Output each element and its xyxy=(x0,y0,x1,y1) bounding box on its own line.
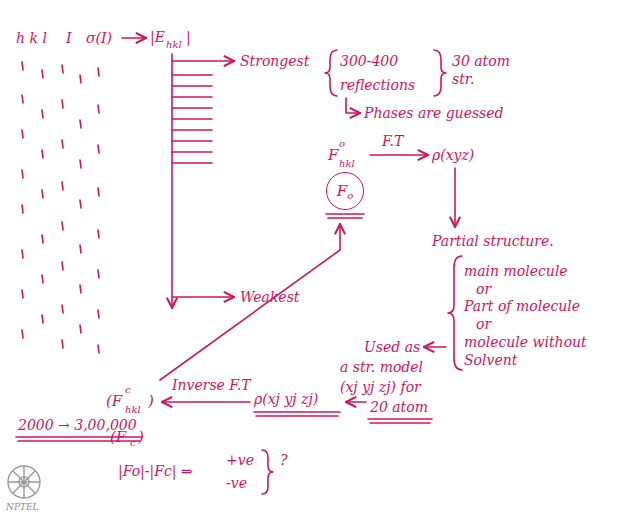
note: 30 atom str. xyxy=(452,52,522,88)
note: 300-400 xyxy=(340,52,398,70)
reflection-ticks xyxy=(22,62,99,353)
note: Used as xyxy=(364,338,420,356)
logo-hub xyxy=(19,477,29,487)
normalized-amplitude: | xyxy=(186,28,191,46)
circled-term: Fo xyxy=(326,172,364,210)
normalized-amplitude: |E xyxy=(150,28,165,46)
arrow xyxy=(346,98,360,113)
note: Partial structure. xyxy=(432,232,554,250)
structure-factor: F xyxy=(337,182,347,200)
arrow xyxy=(346,401,366,403)
note: ? xyxy=(280,451,288,469)
arrow-label: F.T xyxy=(382,132,403,150)
note: a str. model xyxy=(340,358,423,376)
arrow xyxy=(162,401,250,403)
structure-factor: F xyxy=(328,146,338,165)
note: Strongest xyxy=(240,52,309,70)
note: Weakest xyxy=(240,288,299,306)
note: or xyxy=(476,315,491,333)
column-heading: I xyxy=(66,29,72,47)
structure-factor: (F xyxy=(106,392,122,411)
note: main molecule xyxy=(464,262,568,280)
arrow xyxy=(172,296,234,298)
note: Phases are guessed xyxy=(364,104,504,122)
superscript: o xyxy=(339,137,345,150)
column-heading: σ(I) xyxy=(86,29,112,47)
subscript: hkl xyxy=(166,38,182,51)
subscript: c xyxy=(130,436,136,449)
structure-factor: ) xyxy=(148,392,154,411)
sorted-list-lines xyxy=(172,75,212,163)
brace xyxy=(325,50,337,96)
note: Part of molecule xyxy=(464,297,580,315)
logo-spokes xyxy=(8,466,40,498)
arrow xyxy=(454,168,456,227)
double-underline xyxy=(326,214,364,218)
sort-arrow xyxy=(171,54,173,308)
brace xyxy=(262,450,273,494)
arrow-label: Inverse F.T xyxy=(172,376,251,394)
note: (xj yj zj) for xyxy=(340,378,421,396)
electron-density: ρ(xyz) xyxy=(432,146,474,164)
arrow xyxy=(424,346,446,348)
watermark: NPTEL xyxy=(6,502,38,513)
superscript: c xyxy=(125,383,131,396)
logo-ring xyxy=(8,466,40,498)
note: 2000 → 3,00,000 xyxy=(18,416,137,434)
subscript: hkl xyxy=(339,157,355,170)
note: 20 atom xyxy=(370,398,428,416)
arrow xyxy=(172,60,234,62)
electron-density: ρ(xj yj zj) xyxy=(254,390,318,408)
note: +ve xyxy=(226,451,254,469)
note: molecule without Solvent xyxy=(464,333,609,369)
subscript: o xyxy=(347,187,353,205)
structure-factor: ) xyxy=(138,428,144,447)
double-underline xyxy=(368,419,432,423)
arrow xyxy=(370,154,428,156)
double-underline xyxy=(254,412,340,416)
subscript: hkl xyxy=(125,403,141,416)
arrow xyxy=(122,37,146,39)
brace xyxy=(434,50,446,96)
brace xyxy=(448,256,462,370)
feedback-arrow xyxy=(160,224,340,380)
note: |Fo|-|Fc| ⇒ xyxy=(118,462,193,480)
note: reflections xyxy=(340,76,415,94)
column-heading: h k l xyxy=(16,29,47,47)
note: -ve xyxy=(226,474,247,492)
note: or xyxy=(476,280,491,298)
